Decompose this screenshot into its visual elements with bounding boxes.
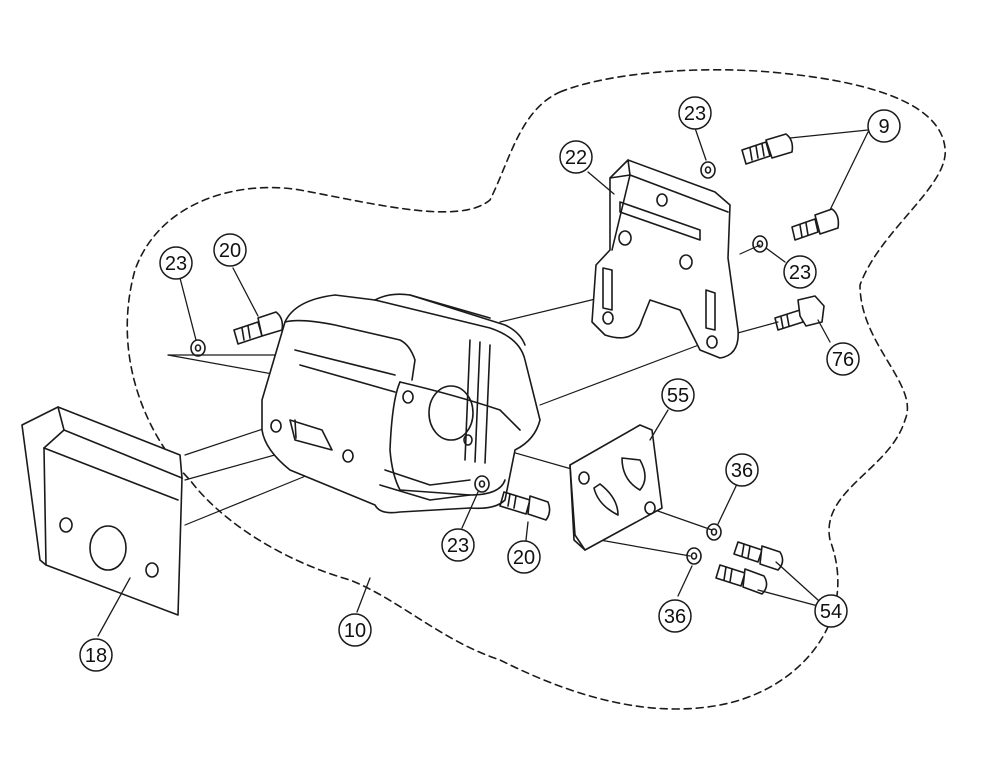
- svg-text:23: 23: [447, 535, 469, 557]
- callout-23-bottom: 23: [441, 528, 475, 562]
- callout-10: 10: [338, 613, 372, 647]
- svg-text:23: 23: [789, 262, 811, 284]
- callout-22: 22: [559, 140, 593, 174]
- svg-text:18: 18: [85, 645, 107, 667]
- callout-9: 9: [867, 109, 901, 143]
- svg-text:36: 36: [731, 460, 753, 482]
- callout-18: 18: [79, 638, 113, 672]
- svg-text:54: 54: [820, 601, 842, 623]
- callout-23-right: 23: [783, 255, 817, 289]
- screw-20-bottom: [499, 491, 551, 521]
- leader-lines: [97, 127, 869, 637]
- screw-9-lower: [791, 208, 840, 241]
- screw-9-upper: [741, 133, 794, 165]
- callout-23-left: 23: [159, 246, 193, 280]
- callout-54: 54: [814, 594, 848, 628]
- callout-36-bottom: 36: [658, 599, 692, 633]
- screws: [233, 133, 840, 595]
- svg-text:20: 20: [513, 547, 535, 569]
- callout-76: 76: [826, 342, 860, 376]
- svg-text:9: 9: [878, 116, 889, 138]
- callout-20-bottom: 20: [507, 540, 541, 574]
- callout-55: 55: [661, 378, 695, 412]
- muffler-body: [261, 293, 541, 514]
- svg-text:22: 22: [565, 147, 587, 169]
- screw-54-upper: [733, 541, 784, 571]
- heat-shield-plate: [21, 406, 183, 616]
- assembly-boundary-outline: [126, 68, 946, 710]
- svg-text:10: 10: [344, 620, 366, 642]
- svg-text:36: 36: [664, 606, 686, 628]
- callout-20-left: 20: [213, 233, 247, 267]
- svg-text:55: 55: [667, 385, 689, 407]
- mounting-bracket: [591, 159, 739, 359]
- svg-text:76: 76: [832, 349, 854, 371]
- callout-36-right: 36: [725, 453, 759, 487]
- svg-text:23: 23: [165, 253, 187, 275]
- washers: [190, 161, 768, 565]
- svg-text:20: 20: [219, 240, 241, 262]
- callouts: 23 9 22 23 23 20 76 55 36 23 20 54 36 10…: [79, 96, 901, 672]
- callout-23-top: 23: [678, 96, 712, 130]
- screw-20-left: [233, 311, 284, 345]
- svg-text:23: 23: [684, 103, 706, 125]
- bolt-76: [774, 295, 825, 331]
- screw-54-lower: [715, 564, 768, 595]
- deflector-plate: [569, 424, 663, 551]
